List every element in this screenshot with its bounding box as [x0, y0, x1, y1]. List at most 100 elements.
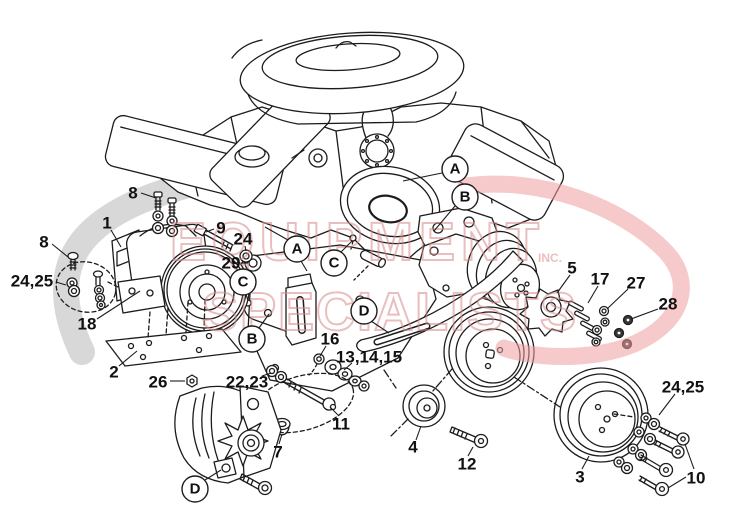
- fan-spider: [519, 288, 574, 337]
- detail-balloon-letter: A: [450, 161, 461, 178]
- callout-leader-line: [467, 446, 474, 457]
- callout-leader-line: [96, 290, 141, 320]
- detail-balloon-letter: A: [292, 241, 303, 258]
- balloon-leader-line: [264, 226, 289, 241]
- balloon-leader-line: [204, 469, 222, 481]
- callout-leader-line: [630, 308, 659, 320]
- callout-leader-line: [118, 350, 138, 367]
- part-number-label: 18: [78, 315, 97, 334]
- callout-leader-line: [343, 362, 353, 371]
- heat-duct: [209, 84, 331, 208]
- callout-leader-line: [581, 455, 590, 470]
- pulley-3: [553, 367, 649, 463]
- part-number-label: 24: [234, 230, 253, 249]
- detail-balloon-circle: [441, 155, 469, 183]
- part-number-label: 16: [321, 330, 340, 349]
- bolt-12: [449, 426, 489, 449]
- callout-leader-line: [244, 245, 247, 252]
- balloon-leader-line: [258, 313, 270, 329]
- detail-balloon-circle: [350, 297, 378, 325]
- part-number-label: 24,25: [662, 378, 705, 397]
- watermark: EQUIPMENT SPECIALISTS INC.: [169, 175, 690, 365]
- callout-leader-line: [55, 281, 67, 286]
- small-hardware-center: [186, 353, 370, 436]
- callout-leader-line: [684, 443, 695, 470]
- callout-leader-line: [205, 228, 215, 233]
- nut-27-washers: [591, 305, 610, 347]
- bolt-8-left: [55, 251, 121, 313]
- callout-leader-line: [415, 425, 422, 441]
- detail-balloon-letter: D: [190, 481, 201, 498]
- balloon-leader-line: [402, 172, 443, 182]
- detail-balloon-letter: D: [359, 303, 370, 320]
- part-number-label: 26: [149, 373, 168, 392]
- part-number-label: 2: [109, 363, 118, 382]
- part-number-label: 5: [567, 259, 576, 278]
- part-number-label: 27: [627, 274, 646, 293]
- balloon-leader-line: [300, 260, 308, 272]
- part-number-label: 12: [458, 455, 477, 474]
- bolts-10: [638, 426, 690, 497]
- detail-balloon-letter: B: [247, 331, 258, 348]
- part-number-label: 9: [216, 219, 225, 238]
- part-number-label: 8: [128, 184, 137, 203]
- part-number-label: 7: [273, 443, 282, 462]
- part-number-label: 10: [687, 469, 706, 488]
- detail-balloon-circle: [320, 249, 348, 277]
- detail-balloon-circle: [181, 475, 209, 503]
- alignment-lines: [383, 368, 561, 439]
- balloon-leader-line: [370, 320, 390, 334]
- callout-leader-line: [658, 393, 676, 416]
- callout-leader-line: [319, 345, 327, 357]
- mounting-plate-2: [105, 299, 242, 367]
- washers-24-25-right: [613, 412, 661, 475]
- callout-leader-line: [606, 288, 629, 310]
- detail-balloon-circle: [283, 235, 311, 263]
- detail-balloon-letter: C: [238, 274, 249, 291]
- fan-pulley-shroud: [339, 165, 441, 245]
- bolts-8-top: [151, 191, 179, 238]
- callout-leader-line: [556, 274, 571, 294]
- detail-balloon-letter: C: [329, 255, 340, 272]
- callout-leader-line: [261, 372, 272, 377]
- detail-balloon-circle: [238, 325, 266, 353]
- part-number-label: 29: [222, 254, 241, 273]
- detail-balloon-circle: [451, 183, 479, 211]
- callout-leader-line: [587, 285, 599, 304]
- carburetor-detail: [291, 148, 328, 168]
- callout-leader-line: [329, 406, 340, 417]
- bolt-9: [193, 223, 253, 263]
- part-number-label: 1: [102, 214, 111, 233]
- adjusting-arm: [356, 250, 524, 353]
- callout-leader-line: [140, 192, 157, 199]
- idler-pulley-4: [402, 384, 446, 428]
- part-number-label: 13,14,15: [336, 348, 402, 367]
- callout-leader-line: [110, 229, 122, 248]
- part-number-label: 22,23: [226, 373, 269, 392]
- callout-leader-line: [667, 476, 687, 489]
- part-number-label: 4: [408, 438, 418, 457]
- mounting-bracket-assembly: [239, 244, 437, 392]
- part-number-label: 11: [332, 415, 350, 434]
- air-cleaner: [231, 31, 465, 125]
- watermark-text-inc: INC.: [538, 251, 562, 265]
- part-number-label: 28: [659, 295, 678, 314]
- watermark-text-line1: EQUIPMENT: [170, 212, 545, 272]
- detail-balloon-letter: B: [460, 189, 471, 206]
- engine-line-art: [55, 31, 690, 497]
- part-number-label: 8: [39, 233, 48, 252]
- callout-leader-line: [278, 433, 283, 445]
- wing-nut: [335, 40, 357, 49]
- balloon-leader-line: [433, 205, 456, 232]
- part-number-label: 24,25: [11, 272, 54, 291]
- part-number-label: 17: [591, 270, 610, 289]
- watermark-red-swoosh: [457, 175, 690, 365]
- callout-leader-line: [51, 243, 69, 258]
- alternator: [174, 385, 282, 496]
- part-number-label: 3: [575, 468, 584, 487]
- pivot-pin: [349, 234, 387, 281]
- balloon-leader-line: [340, 240, 353, 253]
